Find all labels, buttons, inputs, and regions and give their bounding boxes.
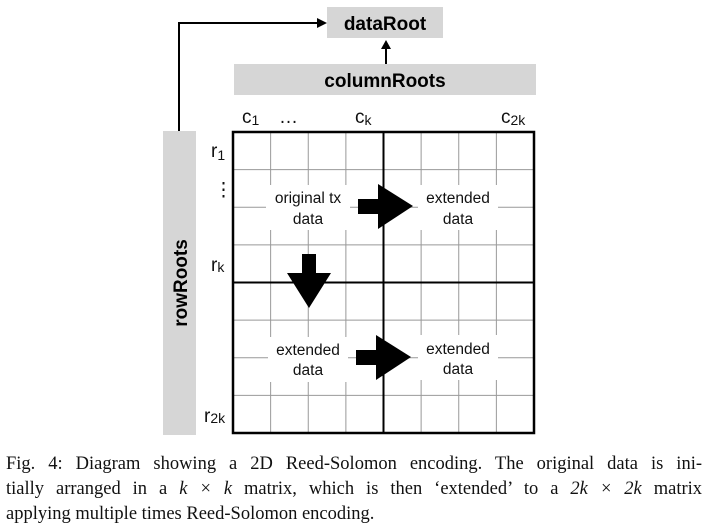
quadrant-bottom-left-line2: data	[293, 362, 324, 379]
quadrant-bottom-right-line1: extended	[426, 341, 490, 358]
extend-right-arrow-top	[358, 184, 413, 229]
column-label-ck: ck	[355, 107, 373, 128]
quadrant-original-line2: data	[293, 211, 324, 228]
quadrant-original-line1: original tx	[275, 190, 342, 207]
caption-line-2: tially arranged in a k × k matrix, which…	[6, 479, 703, 499]
matrix-grid	[231, 130, 536, 435]
row-label-r2k: r2k	[204, 406, 226, 427]
caption-line-3: applying multiple times Reed-Solomon enc…	[6, 504, 375, 524]
quadrant-top-right-line1: extended	[426, 190, 490, 207]
quadrant-bottom-right-line2: data	[443, 361, 474, 378]
column-roots-box	[234, 64, 536, 95]
row-label-r1: r1	[211, 141, 225, 163]
extend-down-arrow	[287, 254, 331, 308]
data-root-box	[327, 7, 443, 38]
row-roots-box	[163, 131, 196, 435]
row-label-vdots: ⋮	[214, 180, 233, 201]
caption-line-1: Fig. 4: Diagram showing a 2D Reed-Solomo…	[6, 454, 702, 474]
data-root-label: dataRoot	[344, 14, 427, 35]
matrix-border	[231, 130, 536, 435]
quadrant-bottom-left-line1: extended	[276, 342, 340, 359]
row-roots-label: rowRoots	[171, 239, 192, 327]
column-to-root-arrow	[381, 40, 391, 64]
quadrant-top-right-line2: data	[443, 211, 474, 228]
row-label-rk: rk	[211, 255, 225, 276]
column-roots-label: columnRoots	[324, 71, 445, 92]
reed-solomon-diagram: dataRoot columnRoots rowRoots original t…	[163, 7, 536, 435]
column-label-c1: c1	[242, 107, 260, 128]
row-to-root-arrow	[178, 18, 327, 131]
column-label-ellipsis: …	[279, 107, 298, 128]
column-label-c2k: c2k	[501, 107, 526, 128]
extend-right-arrow-bottom	[356, 335, 411, 380]
